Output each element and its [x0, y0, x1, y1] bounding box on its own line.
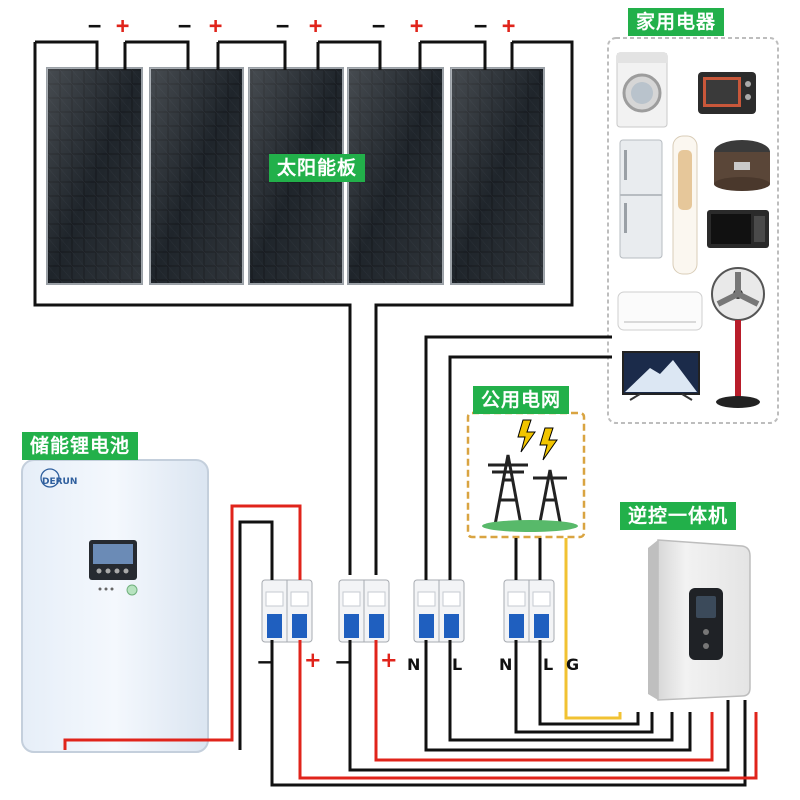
solar-panels-label: 太阳能板 — [269, 154, 366, 182]
microwave-icon — [707, 210, 769, 248]
solar-panel — [46, 67, 143, 285]
circuit-breaker — [503, 579, 555, 643]
solar-panel-array — [46, 67, 545, 285]
panel-negative-marker: − — [276, 14, 290, 39]
terminal-load-neutral: N — [407, 655, 421, 674]
washing-machine-icon — [616, 52, 668, 128]
terminal-grid-line: L — [543, 655, 554, 674]
terminal-pv-positive: + — [380, 648, 398, 672]
grid-tower-box — [466, 411, 586, 539]
panel-positive-marker: + — [116, 14, 130, 39]
terminal-pv-negative: − — [334, 650, 352, 674]
panel-negative-marker: − — [372, 14, 386, 39]
tv-icon — [622, 351, 700, 401]
fan-icon — [711, 267, 765, 408]
panel-positive-marker: + — [410, 14, 424, 39]
battery-label: 储能锂电池 — [22, 432, 139, 460]
air-conditioner-icon — [617, 291, 703, 331]
panel-positive-marker: + — [309, 14, 323, 39]
power-tower-icon — [488, 454, 567, 526]
solar-panel — [149, 67, 244, 285]
rice-cooker-icon — [714, 140, 770, 191]
battery-brand: DERUN — [42, 477, 77, 487]
panel-wiring — [33, 40, 574, 575]
lithium-battery: DERUN — [21, 459, 209, 753]
appliances-panel — [607, 37, 779, 424]
panel-negative-marker: − — [178, 14, 192, 39]
panel-positive-marker: + — [209, 14, 223, 39]
appliances-label: 家用电器 — [628, 8, 725, 36]
grid-label: 公用电网 — [473, 386, 570, 414]
terminal-battery-positive: + — [304, 648, 322, 672]
solar-panel — [450, 67, 545, 285]
system-wiring — [63, 335, 758, 787]
breaker-row — [261, 579, 555, 643]
panel-positive-marker: + — [502, 14, 516, 39]
panel-negative-marker: − — [474, 14, 488, 39]
panel-negative-marker: − — [88, 14, 102, 39]
terminal-ground: G — [566, 655, 580, 674]
circuit-breaker — [413, 579, 465, 643]
terminal-grid-neutral: N — [499, 655, 513, 674]
air-purifier-icon — [672, 135, 698, 275]
fridge-icon — [619, 139, 663, 259]
circuit-breaker — [261, 579, 313, 643]
inverter-label: 逆控一体机 — [620, 502, 737, 530]
terminal-battery-negative: − — [256, 650, 274, 674]
oven-icon — [698, 72, 756, 114]
hybrid-inverter — [648, 539, 751, 701]
lightning-icon — [517, 419, 536, 453]
circuit-breaker — [338, 579, 390, 643]
terminal-load-line: L — [452, 655, 463, 674]
lightning-icon — [539, 427, 558, 461]
